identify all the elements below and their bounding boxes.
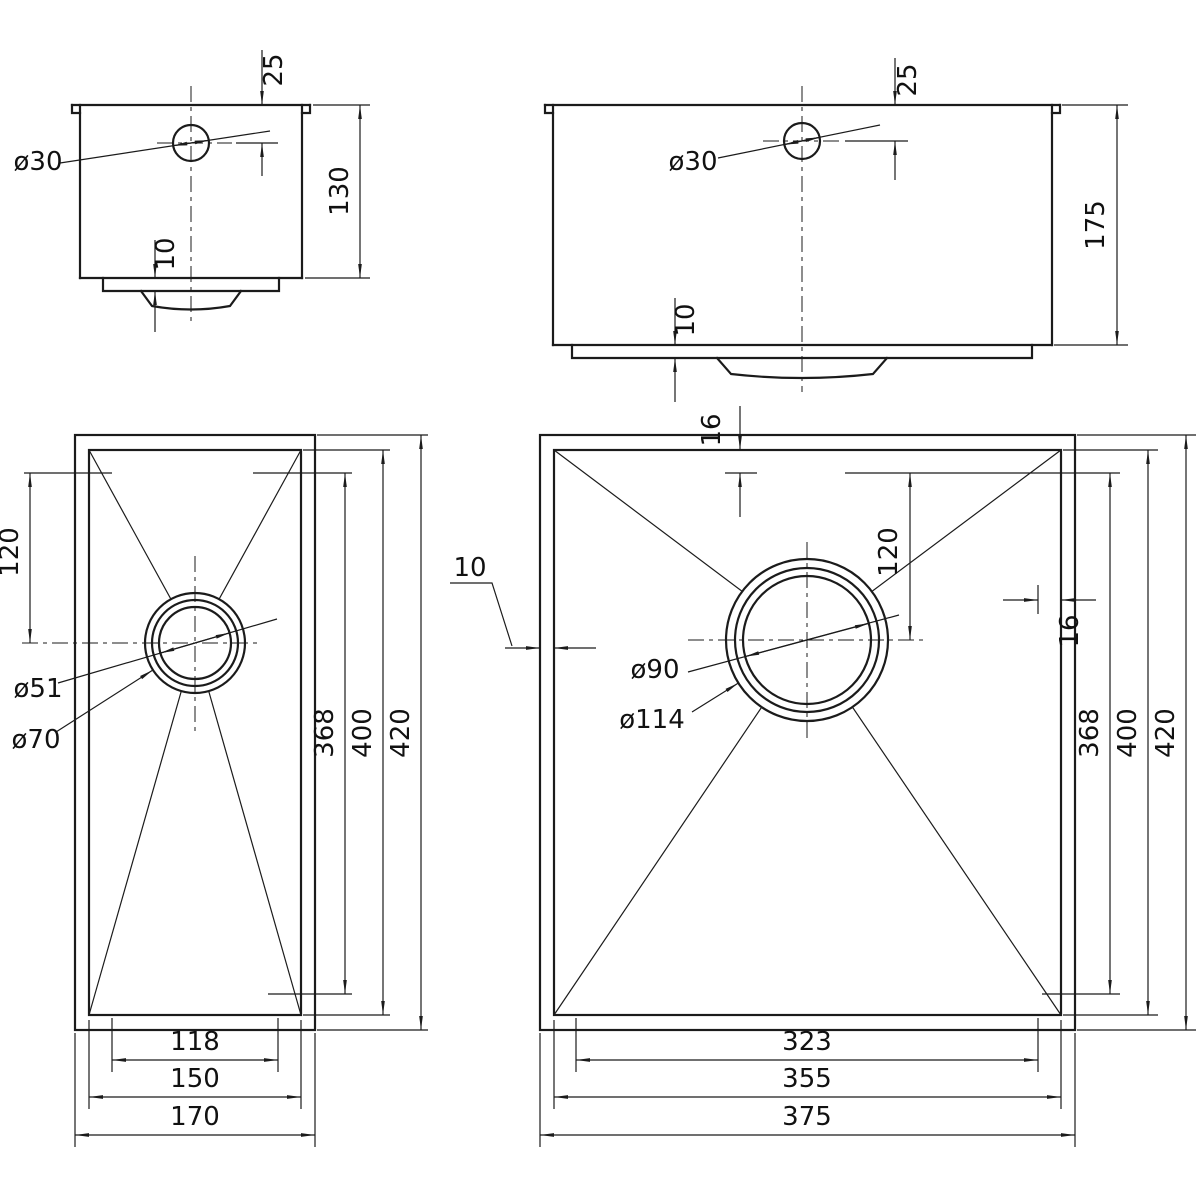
dim-drain-offset-small-label: 120 (0, 527, 25, 577)
dim-width-outer-small-label: 170 (170, 1102, 220, 1132)
dim-length-outer-large-label: 420 (1151, 708, 1181, 758)
front-view-small-dimensions: 130 25 10 ø30 (14, 50, 370, 332)
dim-drain-offset-large-label: 120 (874, 527, 904, 577)
front-view-small: 130 25 10 ø30 (14, 50, 370, 332)
dim-height-large-label: 175 (1081, 200, 1111, 250)
dim-rim-left-large-label: 10 (453, 553, 486, 583)
plan-view-large-dimensions: 16 10 120 16 ø90 ø114 368 400 (450, 406, 1196, 1147)
dim-width-bowl-small-label: 118 (170, 1027, 220, 1057)
dim-width-outer-large-label: 375 (782, 1102, 832, 1132)
dim-flange-large-label: 10 (671, 303, 701, 336)
drain-outer-diameter-small-label: ø70 (12, 725, 61, 755)
drain-inner-diameter-large-label: ø90 (631, 655, 680, 685)
dim-length-bowl-large-label: 368 (1075, 708, 1105, 758)
plan-view-small-dimensions: 120 ø51 ø70 368 400 420 118 (0, 434, 428, 1147)
plan-view-large-centerlines (688, 542, 924, 742)
dim-height-small-label: 130 (325, 166, 355, 216)
dim-width-inner-large-label: 355 (782, 1064, 832, 1094)
dim-length-bowl-small-label: 368 (310, 708, 340, 758)
dim-width-inner-small-label: 150 (170, 1064, 220, 1094)
dim-width-bowl-large-label: 323 (782, 1027, 832, 1057)
dim-hole-offset-small-label: 25 (259, 53, 289, 86)
drain-inner-diameter-small-label: ø51 (14, 674, 63, 704)
hole-diameter-small-label: ø30 (14, 147, 63, 177)
drain-outer-diameter-large-label: ø114 (619, 705, 685, 735)
dim-rim-top-large-label: 16 (697, 413, 727, 446)
front-view-small-centerlines (157, 86, 232, 322)
plan-view-small-centerlines (22, 556, 262, 732)
hole-diameter-large-label: ø30 (669, 147, 718, 177)
plan-view-small: 120 ø51 ø70 368 400 420 118 (0, 433, 428, 1147)
plan-view-small-outline (73, 433, 317, 1032)
dim-rim-right-large-label: 16 (1055, 614, 1085, 647)
front-view-large: 175 25 10 ø30 (543, 58, 1128, 402)
dim-flange-small-label: 10 (151, 237, 181, 270)
dim-length-inner-large-label: 400 (1113, 708, 1143, 758)
dim-length-inner-small-label: 400 (348, 708, 378, 758)
dim-hole-offset-large-label: 25 (893, 63, 923, 96)
dim-length-outer-small-label: 420 (386, 708, 416, 758)
plan-view-large: 16 10 120 16 ø90 ø114 368 400 (450, 406, 1196, 1147)
front-view-large-dimensions: 175 25 10 ø30 (669, 58, 1128, 402)
